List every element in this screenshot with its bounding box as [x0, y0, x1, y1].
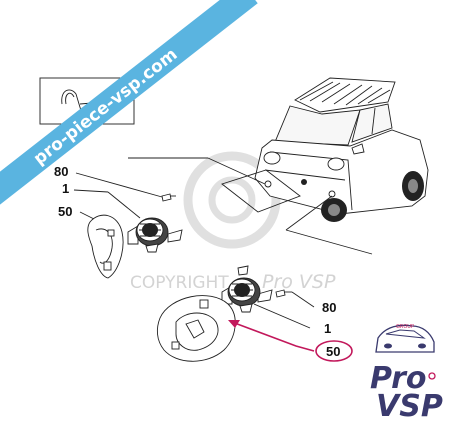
- logo-car-icon: [375, 324, 435, 353]
- logo-accent-dot: [428, 372, 436, 380]
- cover-right: [156, 295, 236, 362]
- callout-screw-left: 80: [54, 164, 68, 179]
- logo-vsp-text: VSP: [376, 389, 443, 424]
- leader-screw-left: [75, 172, 163, 198]
- cover-left: [87, 214, 124, 279]
- foglight-left: [127, 217, 183, 253]
- callout-screw-right: 80: [322, 300, 336, 315]
- brand-logo: GROUP Pro VSP: [370, 324, 443, 424]
- leader-foglight-right: [253, 303, 311, 329]
- watermark-copyright-text: COPYRIGHT: [130, 273, 229, 293]
- highlight-ring: [315, 340, 353, 362]
- foglight-right: [221, 265, 273, 313]
- leader-foglight-left: [107, 191, 141, 219]
- left-assembly: 80 1 50: [54, 164, 183, 279]
- screw-right: [275, 289, 292, 298]
- screw-left: [161, 193, 176, 202]
- callout-foglight-right: 1: [324, 321, 331, 336]
- logo-pro-text: Pro: [370, 361, 426, 396]
- leader-lines: [128, 157, 373, 255]
- callout-foglight-left: 1: [62, 181, 69, 196]
- logo-group-text: GROUP: [396, 324, 414, 330]
- highlight-arrow: 50: [228, 320, 353, 362]
- right-assembly: 80 1: [156, 265, 336, 362]
- callout-cover-right: 50: [326, 344, 340, 359]
- car-illustration: [254, 77, 429, 222]
- leader-screw-right: [291, 291, 315, 308]
- callout-cover-left: 50: [58, 204, 72, 219]
- watermark-brand-text: Pro VSP: [262, 271, 336, 293]
- copyright-watermark: COPYRIGHT Pro VSP: [130, 151, 336, 293]
